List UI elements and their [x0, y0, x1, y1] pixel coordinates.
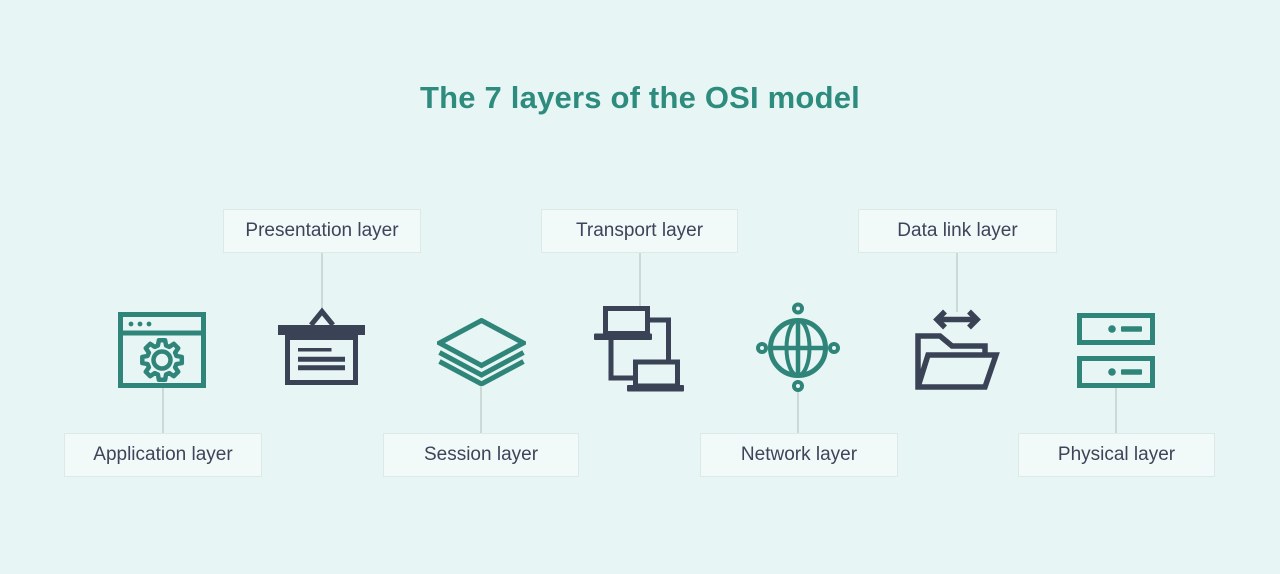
presentation-board-icon — [278, 305, 365, 390]
label-physical-layer: Physical layer — [1018, 433, 1215, 477]
stacked-layers-icon — [437, 318, 526, 386]
label-text: Network layer — [740, 444, 858, 465]
label-session-layer: Session layer — [383, 433, 579, 477]
diagram-title: The 7 layers of the OSI model — [420, 80, 860, 115]
label-text: Application layer — [93, 444, 233, 465]
label-text: Session layer — [423, 444, 539, 465]
connector-presentation — [321, 253, 323, 310]
label-text: Transport layer — [575, 220, 704, 241]
folder-transfer-icon — [913, 308, 1001, 390]
label-transport-layer: Transport layer — [541, 209, 738, 253]
connector-application — [162, 388, 164, 433]
connector-network — [797, 392, 799, 433]
connected-laptops-icon — [592, 304, 688, 396]
server-stack-icon — [1077, 313, 1155, 388]
globe-network-icon — [756, 302, 840, 392]
label-text: Presentation layer — [245, 220, 399, 241]
browser-gear-icon — [118, 312, 206, 388]
label-data-link-layer: Data link layer — [858, 209, 1057, 253]
connector-data-link — [956, 253, 958, 312]
connector-session — [480, 386, 482, 433]
label-text: Physical layer — [1057, 444, 1176, 465]
label-application-layer: Application layer — [64, 433, 262, 477]
label-network-layer: Network layer — [700, 433, 898, 477]
connector-physical — [1115, 388, 1117, 433]
connector-transport — [639, 253, 641, 306]
label-text: Data link layer — [897, 220, 1018, 241]
label-presentation-layer: Presentation layer — [223, 209, 421, 253]
